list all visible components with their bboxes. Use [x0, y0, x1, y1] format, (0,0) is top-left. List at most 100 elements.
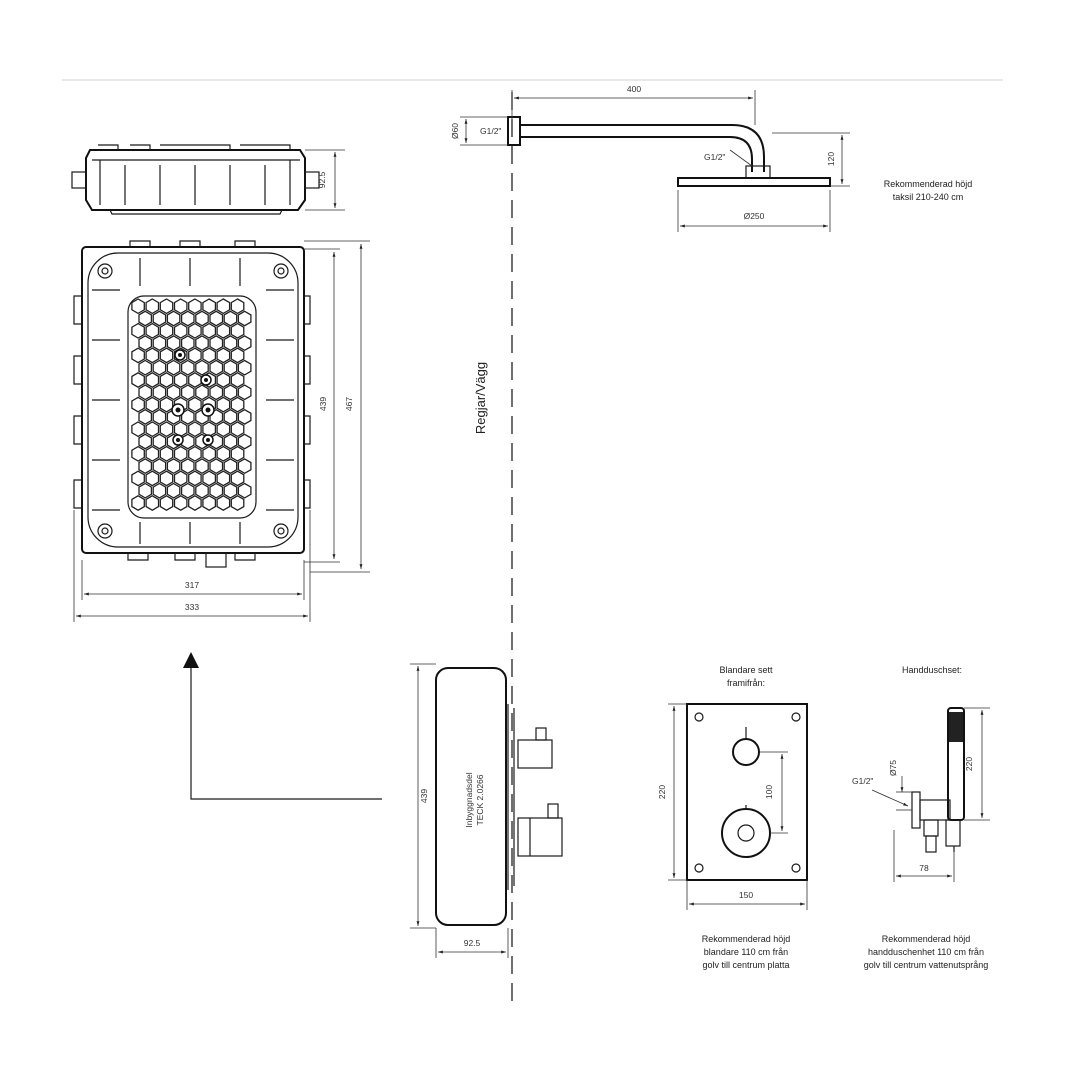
- honeycomb-cell: [145, 298, 160, 315]
- honeycomb-cell: [188, 322, 202, 339]
- honeycomb-cell: [237, 482, 252, 499]
- hand-rec-1: Rekommenderad höjd: [882, 934, 971, 944]
- honeycomb-cell: [145, 396, 160, 413]
- honeycomb-cell: [216, 421, 231, 438]
- honeycomb-cell: [180, 482, 195, 499]
- honeycomb-cell: [195, 310, 209, 327]
- head-rec-line2: taksil 210-240 cm: [893, 192, 964, 202]
- honeycomb-cell: [237, 335, 252, 352]
- honeycomb-cell: [237, 384, 252, 401]
- honeycomb-cell: [216, 347, 231, 364]
- hand-thread-label: G1/2": [852, 776, 873, 786]
- honeycomb-cell: [159, 372, 174, 388]
- honeycomb-cell: [138, 408, 153, 425]
- hand-shower-dims: G1/2" Ø75 220 78: [852, 707, 990, 882]
- head-shower-arm: [507, 116, 831, 187]
- box-front-view: [73, 240, 311, 568]
- mixer-rec-2: blandare 110 cm från: [704, 947, 788, 957]
- honeycomb-cell: [131, 322, 145, 339]
- body-side-view: [435, 667, 563, 926]
- head-rec-line1: Rekommenderad höjd: [884, 179, 973, 189]
- outlet-ports: [171, 349, 215, 446]
- honeycomb-cell: [223, 433, 238, 450]
- mixer-dims: 220 100 150: [657, 703, 808, 910]
- honeycomb-cell: [152, 458, 167, 475]
- honeycomb-cell: [195, 482, 209, 499]
- honeycomb-cell: [216, 445, 231, 462]
- honeycomb-cell: [223, 310, 238, 327]
- honeycomb-cell: [145, 421, 160, 438]
- hand-rec-3: golv till centrum vattenutsprång: [864, 960, 989, 970]
- honeycomb-cell: [173, 495, 188, 511]
- honeycomb-cell: [138, 433, 153, 450]
- honeycomb-cell: [230, 372, 245, 388]
- mixer-rec-3: golv till centrum platta: [702, 960, 789, 970]
- honeycomb-cell: [152, 335, 167, 352]
- dim-inner-height: 439: [318, 397, 328, 411]
- honeycomb-cell: [223, 384, 238, 401]
- honeycomb-cell: [152, 482, 167, 499]
- honeycomb-cell: [173, 445, 188, 462]
- honeycomb-cell: [159, 298, 174, 315]
- honeycomb-cell: [131, 298, 145, 315]
- honeycomb-cell: [159, 396, 174, 413]
- honeycomb-cell: [180, 335, 195, 352]
- honeycomb-cell: [152, 359, 167, 376]
- dim-arm-length: 400: [627, 84, 641, 94]
- honeycomb-cell: [188, 445, 202, 462]
- honeycomb-cell: [180, 310, 195, 327]
- thread-label-2: G1/2": [704, 152, 725, 162]
- honeycomb-cell: [152, 408, 167, 425]
- top-view-height-dim: 92.5: [305, 149, 345, 211]
- honeycomb-cell: [202, 470, 217, 487]
- honeycomb-cell: [173, 421, 188, 438]
- honeycomb-cell: [152, 310, 167, 327]
- honeycomb-cell: [188, 298, 202, 315]
- honeycomb-cell: [166, 335, 181, 352]
- hand-title: Handduschset:: [902, 665, 962, 675]
- honeycomb-cell: [230, 347, 245, 364]
- dim-mixer-spacing: 100: [764, 785, 774, 799]
- head-shower-dims: 400 Ø60 G1/2" G1/2" 120 Ø250: [450, 84, 850, 232]
- honeycomb-cell: [131, 445, 145, 462]
- box-top-view: [71, 144, 320, 215]
- honeycomb-cell: [216, 495, 231, 511]
- honeycomb-cell: [195, 359, 209, 376]
- honeycomb-cell: [152, 433, 167, 450]
- honeycomb-cell: [223, 458, 238, 475]
- honeycomb-cell: [237, 433, 252, 450]
- honeycomb-cell: [209, 458, 224, 475]
- honeycomb-cell: [145, 445, 160, 462]
- honeycomb-cell: [209, 359, 224, 376]
- dim-hand-height: 220: [964, 757, 974, 771]
- honeycomb-cell: [166, 482, 181, 499]
- dim-hand-diameter: Ø75: [888, 760, 898, 776]
- honeycomb-cell: [237, 359, 252, 376]
- honeycomb-cell: [145, 470, 160, 487]
- dim-outer-width: 333: [185, 602, 199, 612]
- honeycomb-cell: [138, 458, 153, 475]
- honeycomb-cell: [131, 396, 145, 413]
- honeycomb-cell: [159, 470, 174, 487]
- reference-arrow: [183, 652, 382, 800]
- honeycomb-cell: [138, 482, 153, 499]
- honeycomb-cell: [188, 347, 202, 364]
- mixer-plate: [686, 703, 808, 881]
- honeycomb-cell: [145, 322, 160, 339]
- honeycomb-cell: [138, 359, 153, 376]
- honeycomb-cell: [216, 298, 231, 315]
- honeycomb-cell: [152, 384, 167, 401]
- honeycomb-cell: [166, 310, 181, 327]
- honeycomb-cell: [202, 347, 217, 364]
- honeycomb-cell: [138, 335, 153, 352]
- honeycomb-cell: [209, 482, 224, 499]
- honeycomb-cell: [216, 322, 231, 339]
- honeycomb-cell: [131, 470, 145, 487]
- thread-label-1: G1/2": [480, 126, 501, 136]
- honeycomb-cell: [195, 335, 209, 352]
- dim-mixer-height: 220: [657, 785, 667, 799]
- honeycomb-cell: [223, 482, 238, 499]
- dim-mixer-width: 150: [739, 890, 753, 900]
- honeycomb-cell: [202, 322, 217, 339]
